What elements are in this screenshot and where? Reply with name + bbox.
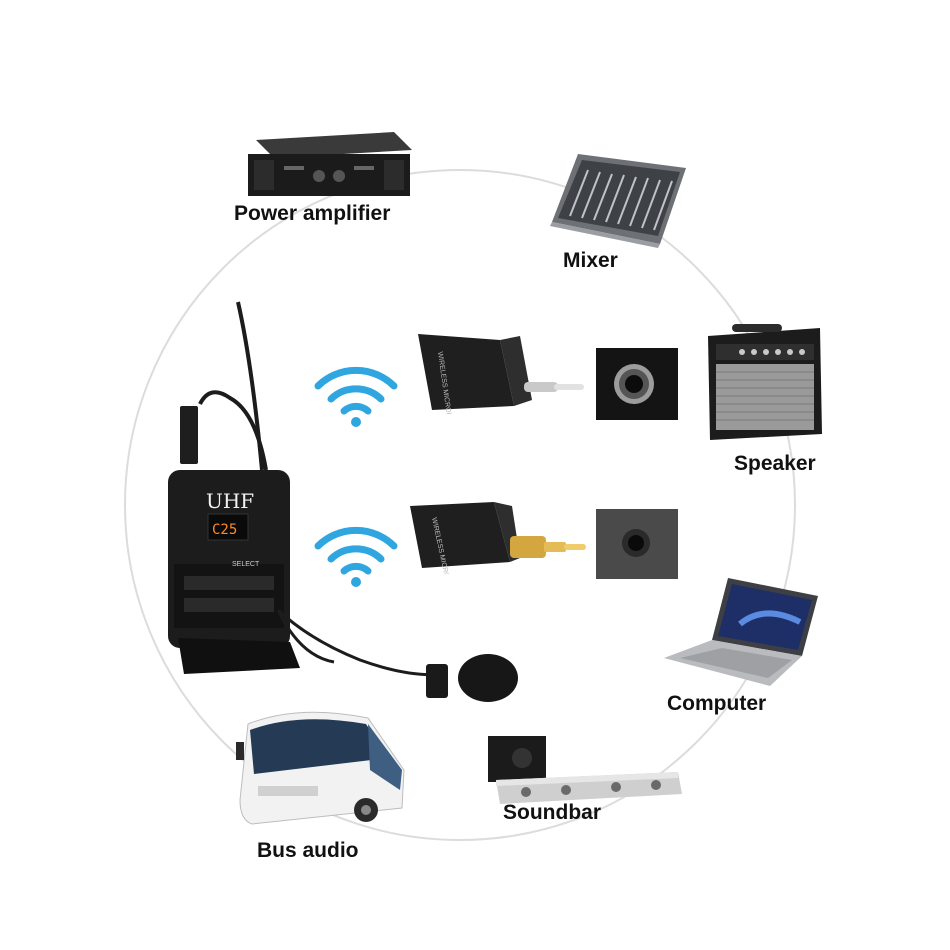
mixer-image <box>550 154 686 248</box>
computer-label: Computer <box>667 692 767 715</box>
power-amplifier-label: Power amplifier <box>234 202 391 225</box>
mixer-label: Mixer <box>563 249 618 272</box>
wifi-icon <box>314 526 398 587</box>
speaker-label: Speaker <box>734 452 816 475</box>
transmitter-select-label: SELECT <box>232 561 260 568</box>
speaker-image <box>708 324 822 440</box>
soundbar-label: Soundbar <box>503 801 601 824</box>
computer-image <box>664 578 818 686</box>
power-amplifier-image <box>248 132 412 196</box>
transmitter-image: UHF C25 SELECT <box>168 301 300 674</box>
receiver-bottom-image: WIRELESS MICROPHONE <box>410 502 586 574</box>
bus-image <box>236 711 405 825</box>
jack-socket-large-image <box>596 348 678 420</box>
jack-socket-small-image <box>596 509 678 579</box>
soundbar-image <box>488 736 682 804</box>
transmitter-channel: C25 <box>212 522 237 538</box>
transmitter-brand: UHF <box>206 489 254 513</box>
receiver-top-image: WIRELESS MICROPHONE <box>418 334 584 414</box>
wifi-icon <box>314 366 398 427</box>
bus-audio-label: Bus audio <box>257 839 359 862</box>
lavalier-microphone-image <box>276 608 518 702</box>
